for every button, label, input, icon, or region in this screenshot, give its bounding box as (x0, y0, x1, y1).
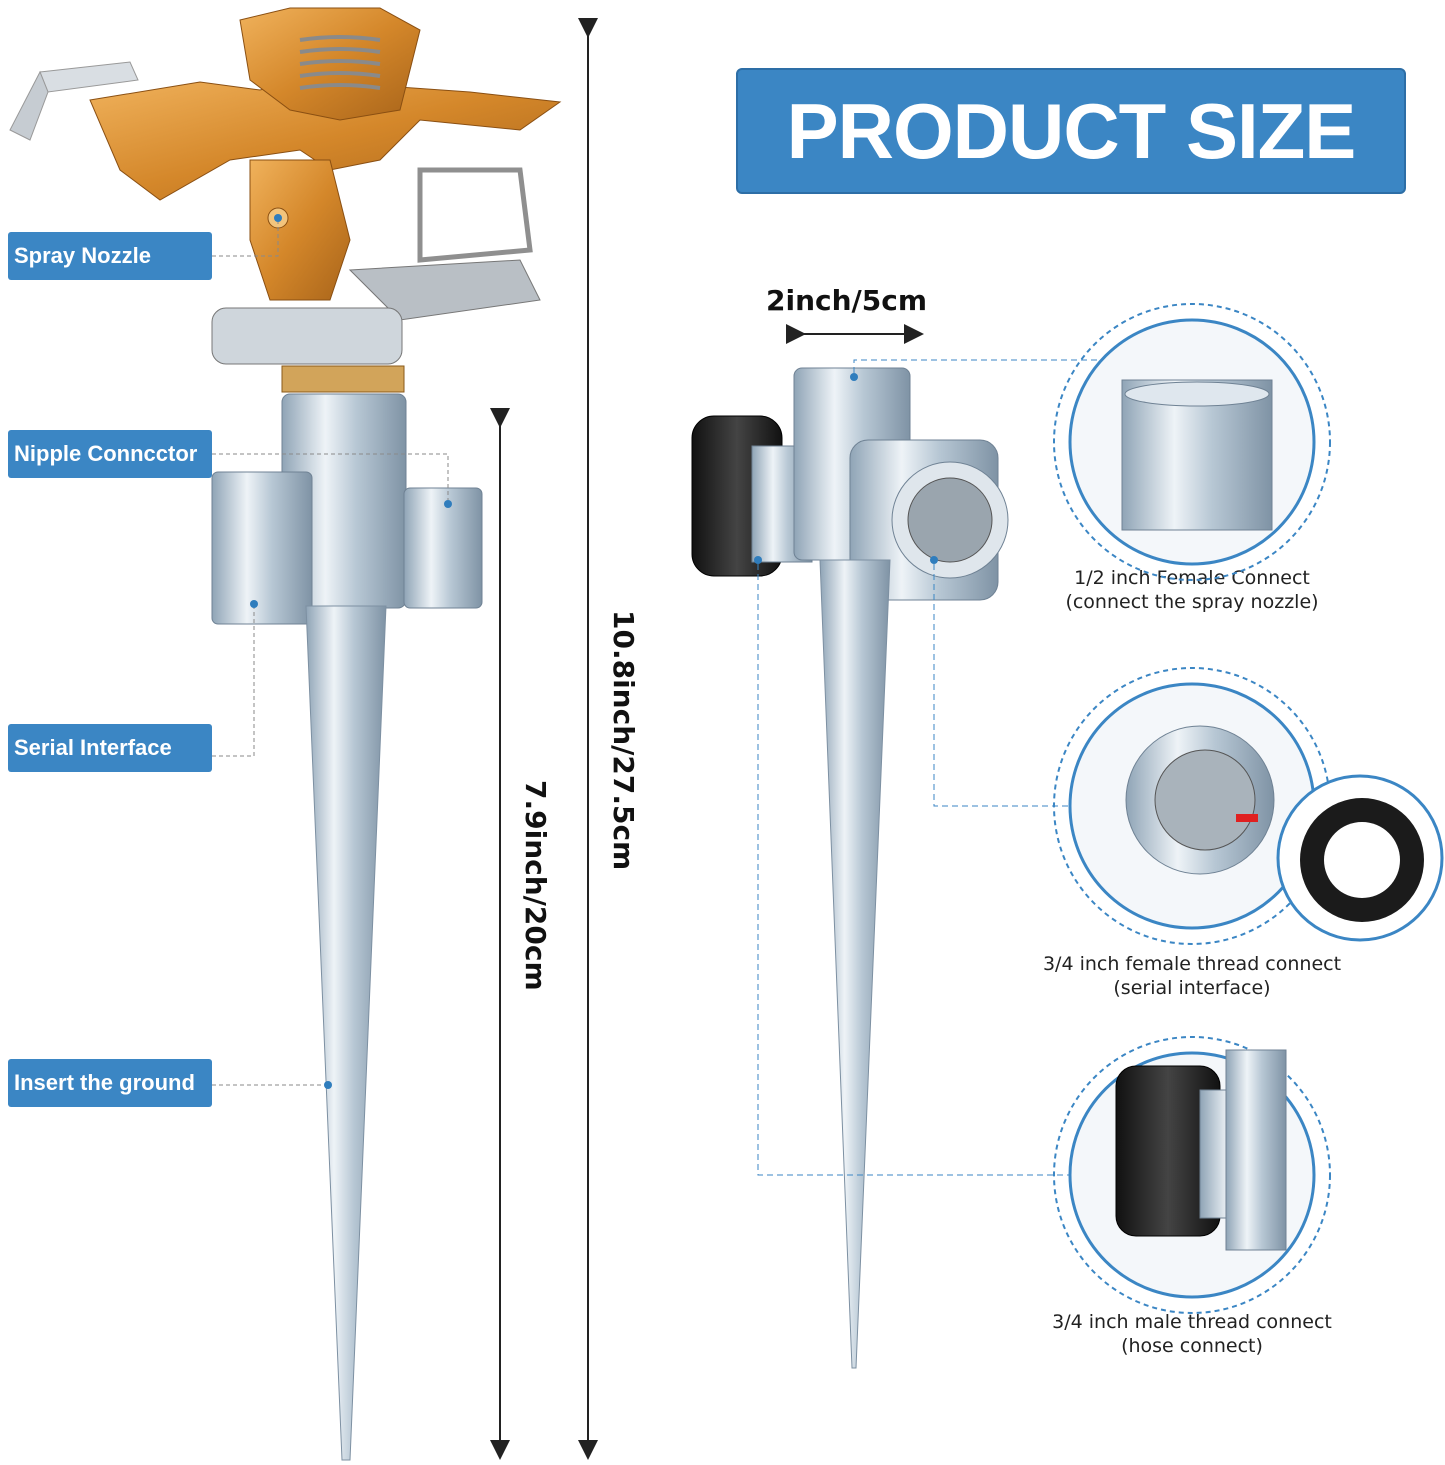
detail-caption-1-line2: (connect the spray nozzle) (1065, 591, 1319, 613)
detail-caption-1: 1/2 inch Female Connect (connect the spr… (1010, 566, 1374, 614)
detail-caption-3-line2: (hose connect) (1121, 1335, 1263, 1357)
detail-caption-1-line1: 1/2 inch Female Connect (1074, 567, 1310, 589)
detail-caption-2-line1: 3/4 inch female thread connect (1042, 953, 1342, 975)
spring-icon (299, 35, 381, 90)
product-size-title: PRODUCT SIZE (736, 68, 1406, 194)
spray-nozzle-label: Spray Nozzle (8, 232, 212, 280)
washer-circle (1276, 774, 1444, 942)
width-dimension: 2inch/5cm (766, 284, 928, 317)
serial-interface-label: Serial Interface (8, 724, 212, 772)
detail-caption-3-line1: 3/4 inch male thread connect (1052, 1311, 1332, 1333)
detail-circle-2 (1053, 667, 1331, 945)
detail-caption-3: 3/4 inch male thread connect (hose conne… (1000, 1310, 1384, 1358)
right-tee-stake (691, 367, 1009, 1369)
detail-caption-2: 3/4 inch female thread connect (serial i… (990, 952, 1394, 1000)
detail-circle-3 (1053, 1036, 1331, 1314)
detail-caption-2-line2: (serial interface) (1113, 977, 1271, 999)
insert-ground-label: Insert the ground (8, 1059, 212, 1107)
detail-circle-1 (1053, 303, 1331, 581)
nipple-connector-label: Nipple Conncctor (8, 430, 212, 478)
left-sprinkler (9, 7, 562, 1461)
